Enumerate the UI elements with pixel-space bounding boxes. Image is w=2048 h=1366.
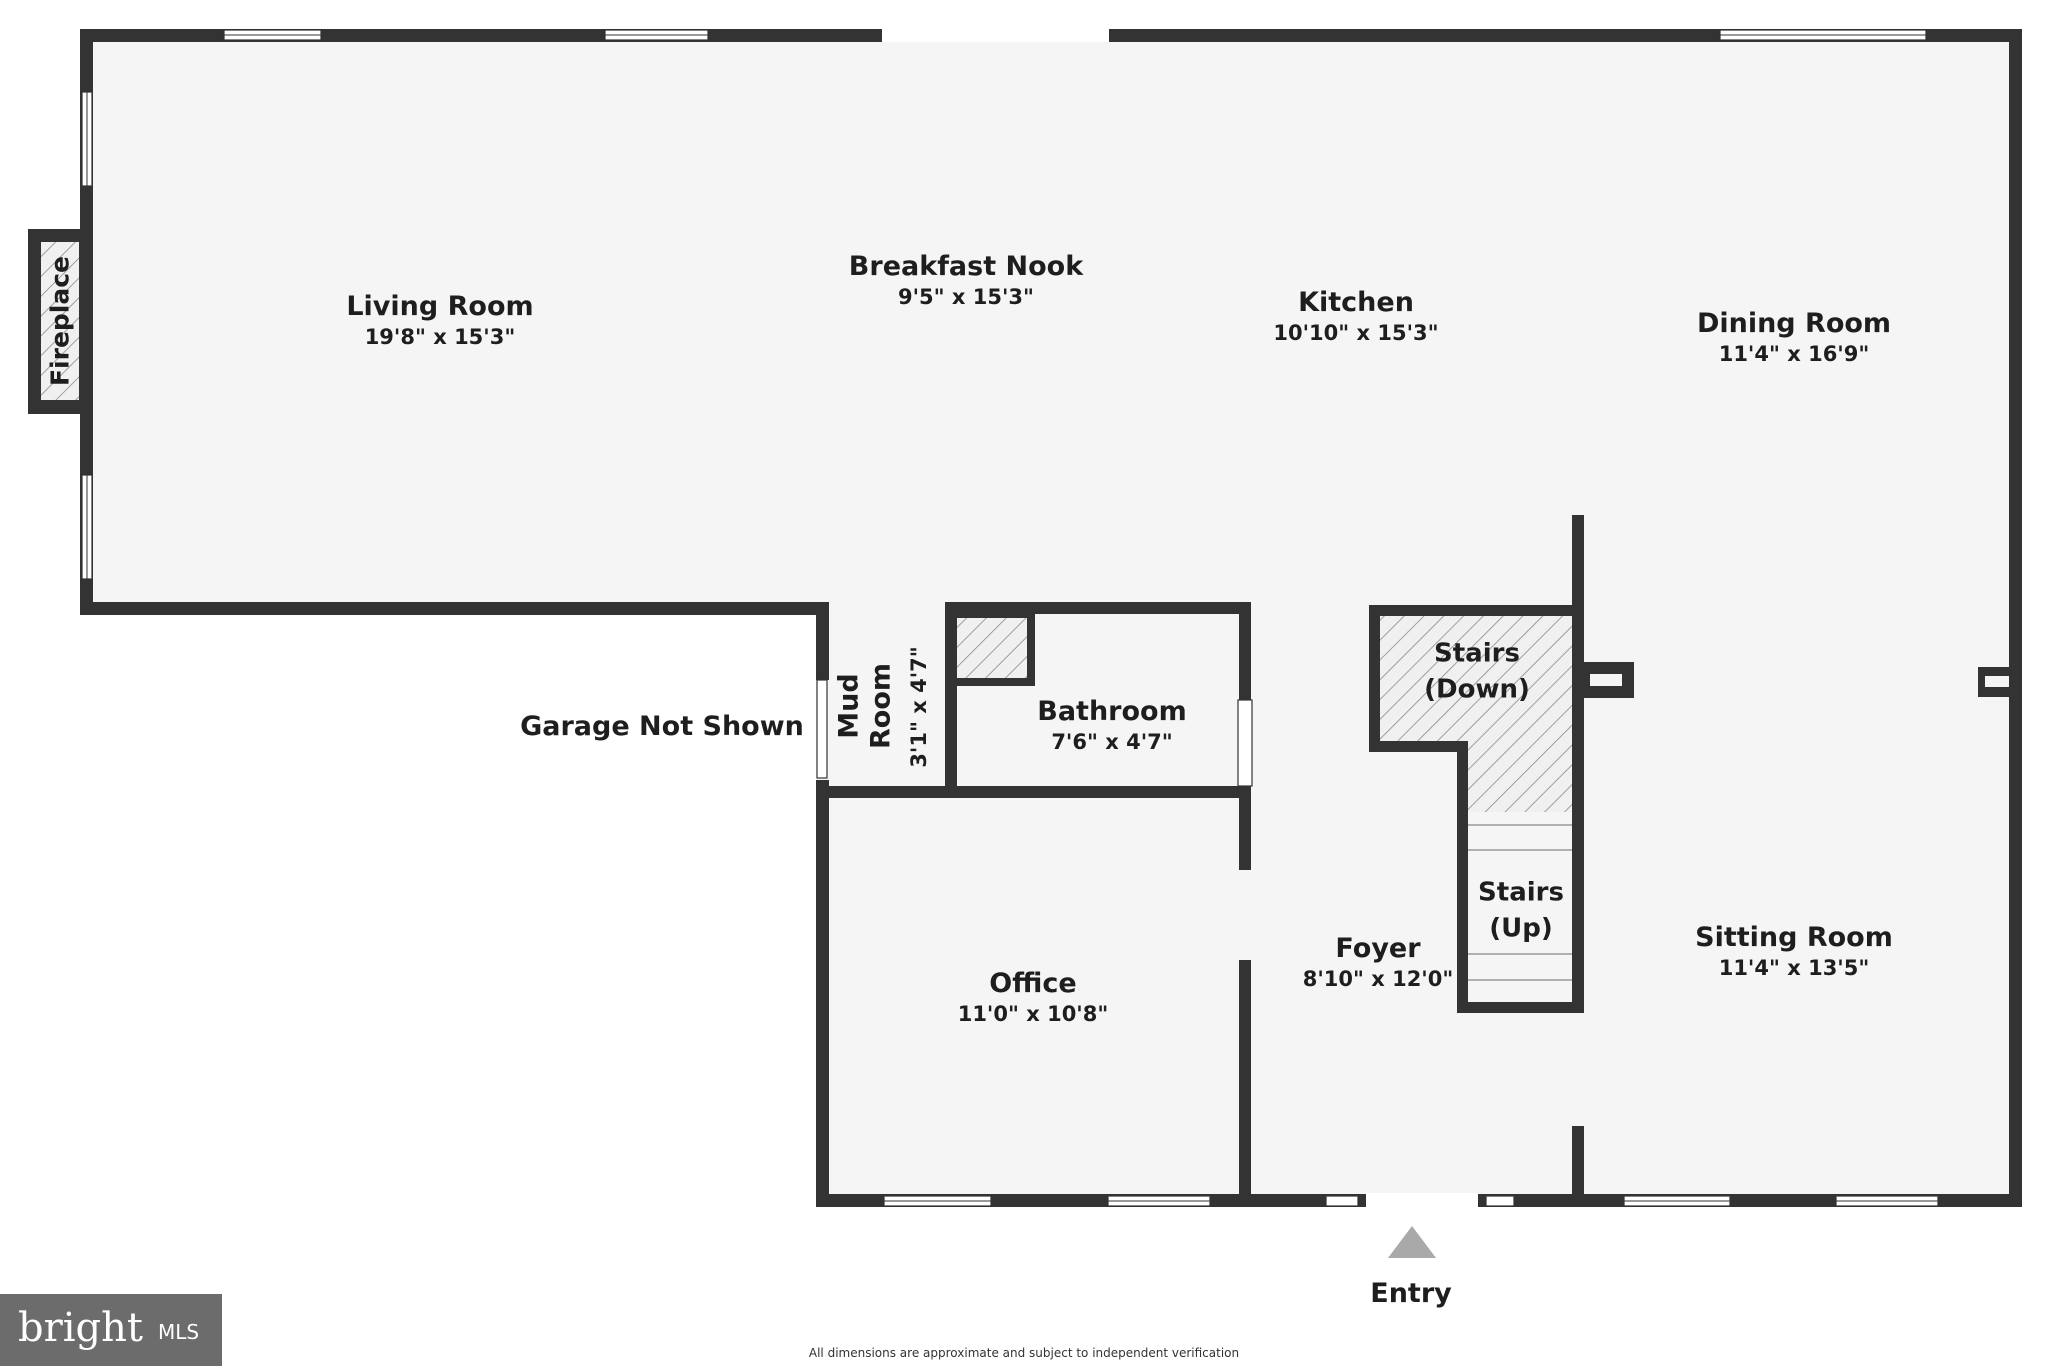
room-dimensions: 10'10" x 15'3" bbox=[1273, 320, 1439, 345]
windows bbox=[81, 29, 1939, 1207]
fireplace-hearth bbox=[41, 242, 79, 400]
logo-suffix-text: MLS bbox=[158, 1320, 200, 1344]
room-breakfast-nook: Breakfast Nook 9'5" x 15'3" bbox=[849, 250, 1083, 310]
room-name: Dining Room bbox=[1696, 308, 1892, 339]
room-name: Living Room bbox=[346, 291, 534, 322]
room-name: Sitting Room bbox=[1695, 922, 1893, 953]
stairs-down-label: Stairs (Down) bbox=[1424, 638, 1530, 705]
room-name: Kitchen bbox=[1298, 287, 1414, 318]
room-dining: Dining Room 11'4" x 16'9" bbox=[1697, 307, 1891, 367]
fireplace-label: Fireplace bbox=[45, 255, 75, 387]
room-dimensions: 11'4" x 13'5" bbox=[1718, 955, 1870, 980]
entry-label: Entry bbox=[1370, 1278, 1452, 1310]
wall-post-inner bbox=[1985, 676, 2009, 687]
bright-mls-logo: bright MLS bbox=[0, 1294, 222, 1366]
room-dimensions: 7'6" x 4'7" bbox=[1051, 729, 1173, 754]
logo-brand-text: bright bbox=[18, 1305, 143, 1351]
room-bathroom: Bathroom 7'6" x 4'7" bbox=[1037, 695, 1186, 755]
garage-label: Garage Not Shown bbox=[520, 711, 804, 743]
room-living: Living Room 19'8" x 15'3" bbox=[346, 290, 533, 350]
room-dimensions: 11'0" x 10'8" bbox=[957, 1001, 1109, 1026]
stairs-up-label: Stairs (Up) bbox=[1478, 877, 1564, 944]
stairs-up-treads bbox=[1468, 824, 1572, 981]
room-name: Breakfast Nook bbox=[848, 251, 1084, 282]
room-foyer: Foyer 8'10" x 12'0" bbox=[1303, 932, 1454, 992]
stairs-down-hatch bbox=[1380, 616, 1572, 812]
room-name: Office bbox=[989, 968, 1077, 999]
room-kitchen: Kitchen 10'10" x 15'3" bbox=[1273, 286, 1438, 346]
room-office: Office 11'0" x 10'8" bbox=[958, 967, 1109, 1027]
room-dimensions: 19'8" x 15'3" bbox=[364, 324, 516, 349]
room-name: Mud Room bbox=[833, 662, 897, 750]
room-dimensions: 9'5" x 15'3" bbox=[898, 284, 1034, 309]
stair-post-inner bbox=[1590, 674, 1622, 686]
entry-arrow-icon bbox=[1388, 1226, 1436, 1258]
room-name: Foyer bbox=[1335, 933, 1421, 964]
closet-hatch bbox=[957, 618, 1027, 678]
room-sitting: Sitting Room 11'4" x 13'5" bbox=[1695, 921, 1893, 981]
mud-room-dimensions: 3'1" x 4'7" bbox=[907, 646, 931, 768]
room-dimensions: 11'4" x 16'9" bbox=[1718, 341, 1870, 366]
room-dimensions: 8'10" x 12'0" bbox=[1302, 966, 1454, 991]
room-name: Bathroom bbox=[1037, 696, 1187, 727]
disclaimer-text: All dimensions are approximate and subje… bbox=[808, 1346, 1240, 1360]
floor-area bbox=[86, 36, 2013, 1198]
mud-room-name: Mud Room bbox=[834, 626, 899, 786]
